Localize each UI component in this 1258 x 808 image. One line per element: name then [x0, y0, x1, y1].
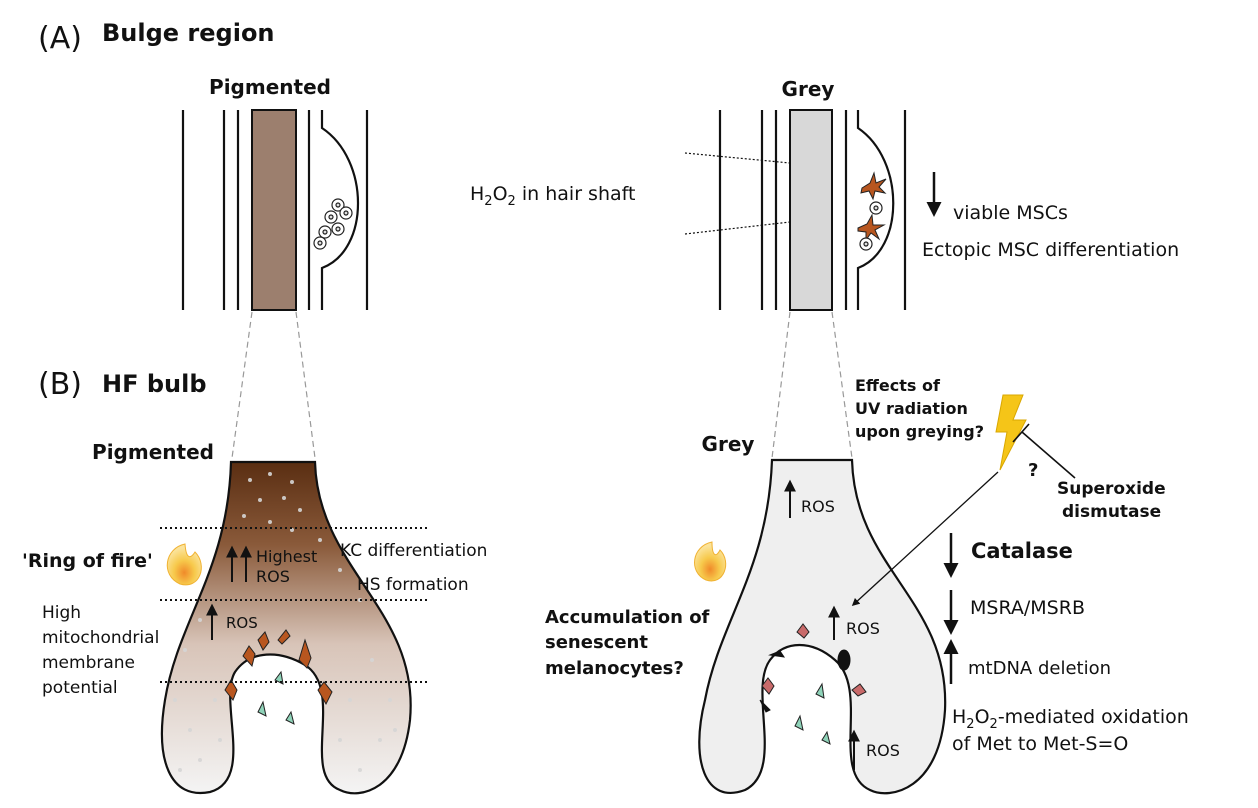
- accumulation-label-1: Accumulation of: [545, 607, 710, 628]
- grey-bulb-outline: [698, 458, 947, 795]
- ros-grey-bottom-label: ROS: [866, 741, 900, 760]
- viable-mscs-label: viable MSCs: [953, 202, 1068, 224]
- ring-of-fire-label: 'Ring of fire': [22, 550, 153, 572]
- grey-bulb: Grey ROS ROS ROS: [698, 432, 947, 795]
- kc-differentiation-label: KC differentiation: [340, 541, 487, 561]
- stem-cell-cluster: [313, 198, 353, 250]
- accumulation-label-3: melanocytes?: [545, 658, 684, 679]
- high-mito-label-1: High: [42, 603, 81, 623]
- msra-label: MSRA/MSRB: [970, 597, 1085, 619]
- panel-b-title: HF bulb: [102, 370, 207, 398]
- uv-label-1: Effects of: [855, 376, 941, 395]
- pigmented-hair-shaft: [251, 109, 297, 311]
- flame-icon-grey: [694, 541, 727, 582]
- catalase-label: Catalase: [971, 539, 1073, 563]
- pigmented-bulb-outline: [160, 460, 412, 795]
- high-mito-label-2: mitochondrial: [42, 628, 159, 648]
- pigmented-bulge: Pigmented: [181, 75, 369, 311]
- high-mito-label-4: potential: [42, 678, 118, 698]
- panel-a-letter: (A): [38, 21, 82, 56]
- viable-mscs-decrease: viable MSCs: [926, 172, 1068, 224]
- panel-b-letter: (B): [38, 367, 82, 402]
- dendritic-msc-cells: [857, 171, 887, 242]
- uv-label-2: UV radiation: [855, 399, 968, 418]
- mtdna-label: mtDNA deletion: [968, 658, 1111, 679]
- superoxide-label-2: dismutase: [1062, 502, 1161, 522]
- accumulation-label-2: senescent: [545, 632, 648, 653]
- uv-label-3: upon greying?: [855, 422, 984, 441]
- lightning-icon: [995, 394, 1027, 471]
- ros-pigmented-label: ROS: [226, 614, 258, 632]
- flame-icon: [166, 543, 202, 586]
- question-mark: ?: [1028, 460, 1038, 481]
- pigmented-bulb: Pigmented: [92, 440, 412, 795]
- highest-label: Highest: [256, 547, 317, 566]
- melanocytes: [224, 629, 333, 706]
- ros-grey-mid-label: ROS: [846, 619, 880, 638]
- h2o2-hair-shaft-label: H2O2 in hair shaft: [470, 183, 635, 209]
- grey-bulge: Grey: [684, 77, 907, 311]
- panel-a-title: Bulge region: [102, 19, 275, 47]
- highest-ros-label: ROS: [256, 567, 290, 586]
- grey-bulge-label: Grey: [782, 77, 835, 101]
- h2o2-mediated-label: H2O2-mediated oxidation: [952, 706, 1189, 732]
- pigmented-bulge-label: Pigmented: [209, 75, 331, 99]
- pigmented-bulb-label: Pigmented: [92, 440, 214, 464]
- met-oxidation-label: of Met to Met-S=O: [952, 733, 1128, 755]
- superoxide-label-1: Superoxide: [1057, 479, 1166, 499]
- grey-hair-shaft: [789, 109, 833, 311]
- ectopic-msc-label: Ectopic MSC differentiation: [922, 239, 1179, 261]
- high-mito-label-3: membrane: [42, 653, 135, 673]
- grey-bulb-label: Grey: [702, 432, 755, 456]
- hs-formation-label: HS formation: [357, 575, 469, 595]
- ros-grey-top-label: ROS: [801, 497, 835, 516]
- zoom-connectors: [231, 311, 853, 459]
